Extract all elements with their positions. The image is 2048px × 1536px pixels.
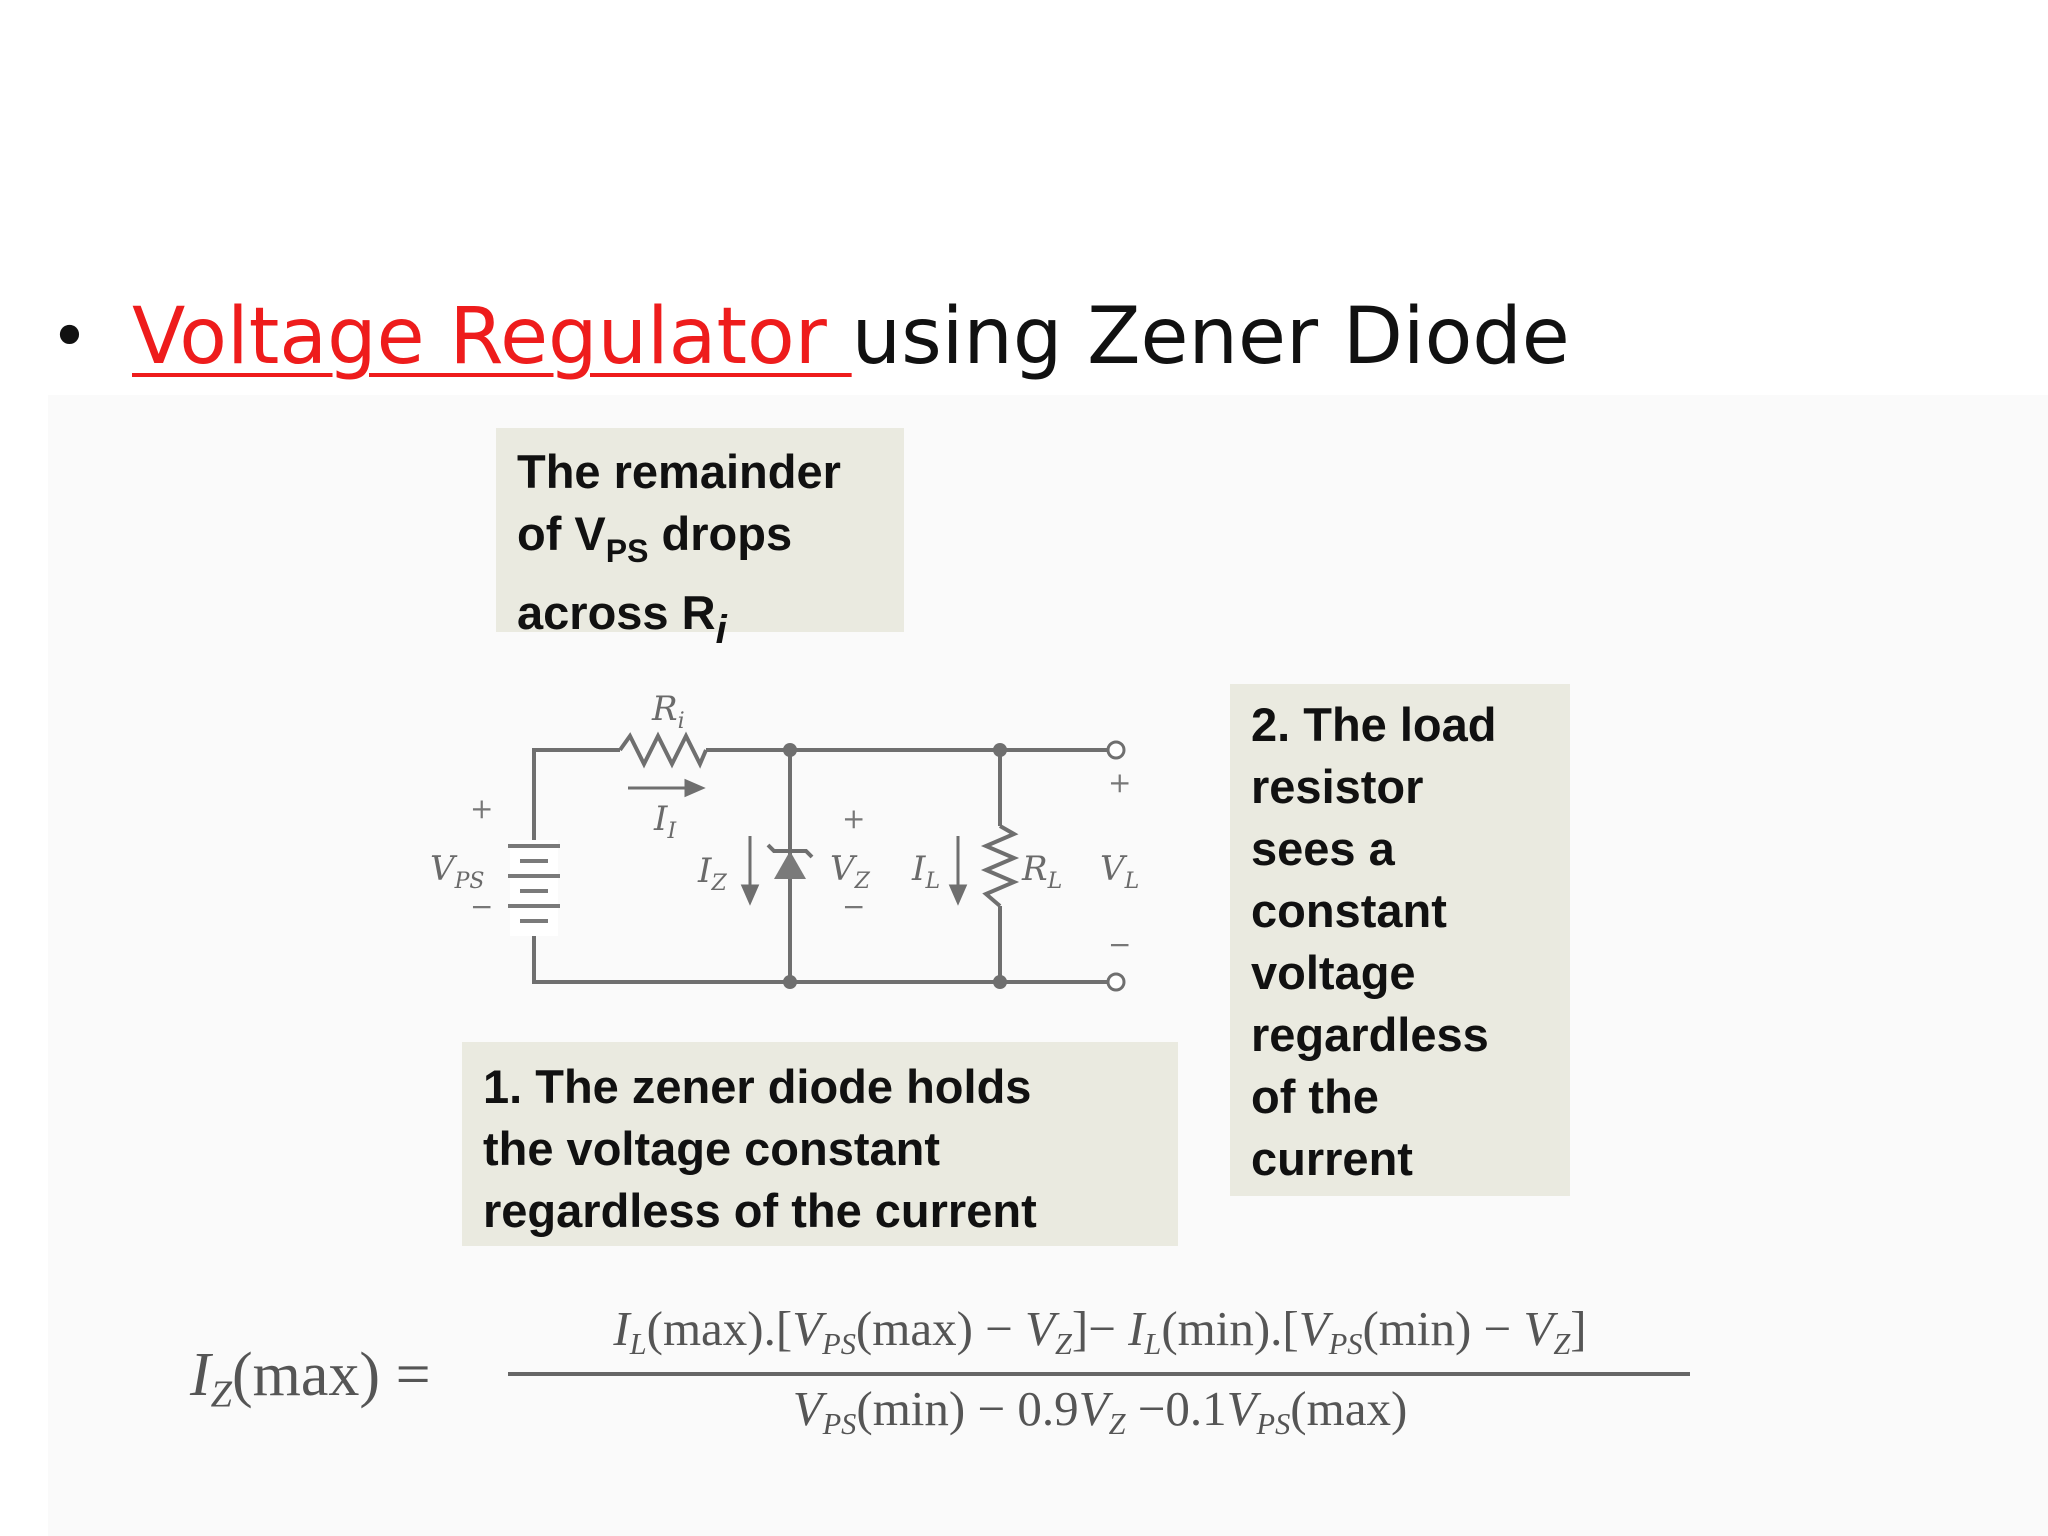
- callout-line: The remainder: [517, 445, 841, 498]
- label-rl: RL: [1021, 849, 1062, 894]
- label-ri: Ri: [651, 689, 685, 734]
- formula-lhs: IZ(max) =: [190, 1340, 431, 1417]
- bullet-point: •: [50, 298, 89, 375]
- current-arrows: [628, 778, 968, 906]
- title-highlight: Voltage Regulator: [132, 292, 852, 382]
- callout-line: regardless of the current: [483, 1184, 1037, 1237]
- text-run: (max) =: [232, 1341, 431, 1409]
- wire-bottom: [532, 951, 1110, 984]
- output-terminals: [1106, 740, 1126, 992]
- minus-sign: −: [470, 890, 493, 923]
- plus-sign: +: [842, 802, 865, 835]
- callout-line: across Ri: [517, 582, 904, 661]
- arrow-right-icon: [684, 778, 706, 798]
- iz-max-formula: IZ(max) = IL(max).[VPS(max) − VZ]− IL(mi…: [190, 1300, 1690, 1450]
- text-run: drops: [648, 507, 793, 560]
- zener-diode-icon: [766, 843, 814, 879]
- callout-line: 1. The zener diode holds: [483, 1060, 1032, 1113]
- callout-remainder: The remainder of VPS drops across Ri: [496, 428, 904, 652]
- minus-sign: −: [842, 890, 865, 923]
- slide-title: • Voltage Regulator using Zener Diode: [50, 282, 1570, 392]
- text-run: across R: [517, 586, 716, 639]
- callout-line: sees a: [1251, 822, 1395, 875]
- minus-sign: −: [1108, 928, 1131, 961]
- slide-content-panel: [48, 395, 2048, 1536]
- callout-line: current: [1251, 1132, 1413, 1185]
- callout-load-resistor: 2. The load resistor sees a constant vol…: [1230, 684, 1570, 1196]
- callout-zener-diode: 1. The zener diode holds the voltage con…: [462, 1042, 1178, 1246]
- callout-line: of VPS drops: [517, 503, 904, 582]
- input-resistor-icon: [618, 731, 708, 769]
- arrow-down-icon: [948, 884, 968, 906]
- fraction-bar: [508, 1372, 1690, 1376]
- formula-numerator: IL(max).[VPS(max) − VZ]− IL(min).[VPS(mi…: [613, 1301, 1587, 1362]
- callout-line: the voltage constant: [483, 1122, 941, 1175]
- formula-denominator: VPS(min) − 0.9VZ −0.1VPS(max): [792, 1381, 1408, 1442]
- callout-line: 2. The load: [1251, 698, 1497, 751]
- title-rest: using Zener Diode: [851, 292, 1570, 382]
- label-ii: II: [653, 799, 677, 844]
- subscript: i: [715, 608, 727, 652]
- zener-regulator-circuit-diagram: Ri II VPS IZ VZ IL RL VL + − + − + −: [430, 689, 1139, 992]
- label-il: IL: [911, 849, 940, 894]
- callout-line: voltage: [1251, 946, 1416, 999]
- plus-sign: +: [1108, 766, 1131, 799]
- label-vl: VL: [1100, 849, 1139, 894]
- callout-line: resistor: [1251, 760, 1424, 813]
- symbol: I: [190, 1341, 211, 1409]
- callout-line: regardless: [1251, 1008, 1489, 1061]
- label-vps: VPS: [430, 849, 484, 894]
- callout-line: of the: [1251, 1070, 1379, 1123]
- junction-dots: [783, 743, 1007, 989]
- battery-icon: [508, 840, 560, 936]
- text-run: of V: [517, 507, 606, 560]
- arrow-down-icon: [740, 884, 760, 906]
- callout-line: constant: [1251, 884, 1447, 937]
- subscript: Z: [210, 1373, 233, 1416]
- plus-sign: +: [470, 792, 493, 825]
- load-resistor-icon: [980, 824, 1020, 908]
- label-vz: VZ: [830, 849, 871, 894]
- subscript: PS: [605, 533, 649, 569]
- label-iz: IZ: [697, 851, 727, 896]
